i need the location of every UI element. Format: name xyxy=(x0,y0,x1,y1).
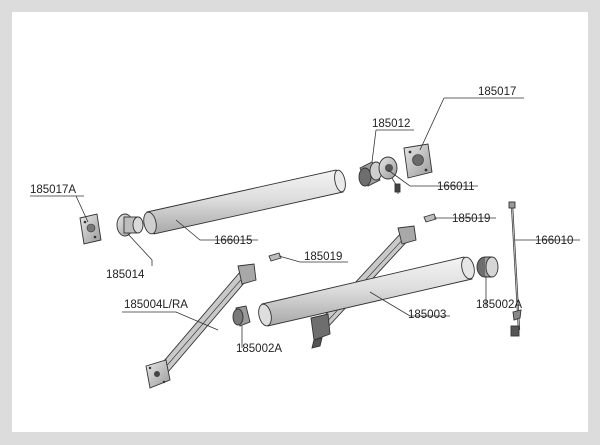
end-plug-left xyxy=(116,213,144,237)
leader-166011 xyxy=(387,169,478,187)
leader-185012 xyxy=(371,129,414,163)
label-end-cap-motor: 185012 xyxy=(372,118,410,130)
label-bracket-right: 185017 xyxy=(478,86,516,98)
label-roller-tube: 166015 xyxy=(214,235,252,247)
arm-left xyxy=(145,263,257,389)
label-bracket-left: 185017A xyxy=(30,184,76,196)
leader-185014 xyxy=(127,233,153,266)
roller-tube xyxy=(143,169,346,235)
label-end-cap-left: 185002A xyxy=(236,343,282,355)
diagram-frame xyxy=(12,12,588,432)
label-front-bar: 185003 xyxy=(408,309,446,321)
crank-rod xyxy=(508,201,522,337)
label-motor-plug: 166011 xyxy=(437,181,475,193)
leader-lines xyxy=(30,97,580,348)
label-arm-clip-left: 185019 xyxy=(304,251,342,263)
arm-clip-right xyxy=(423,213,437,223)
label-end-cap-right: 185002A xyxy=(476,299,522,311)
label-arm: 185004L/RA xyxy=(124,299,188,311)
label-arm-clip-right: 185019 xyxy=(452,213,490,225)
bracket-left xyxy=(79,213,102,245)
arm-clip-left xyxy=(268,252,282,262)
leader-185017 xyxy=(419,97,524,151)
bracket-right xyxy=(403,143,433,179)
leader-185004 xyxy=(122,311,219,331)
end-cap-right xyxy=(476,256,499,278)
leader-185003 xyxy=(369,291,450,317)
motor-plug xyxy=(378,156,401,194)
label-end-plug-left: 185014 xyxy=(106,269,145,281)
end-cap-left xyxy=(232,305,251,327)
label-crank-rod: 166010 xyxy=(535,235,573,247)
front-bar xyxy=(258,256,475,327)
end-cap-motor xyxy=(358,161,383,187)
leader-166015 xyxy=(175,219,258,241)
leader-185017A xyxy=(30,195,89,223)
leader-185019-left xyxy=(278,255,348,263)
